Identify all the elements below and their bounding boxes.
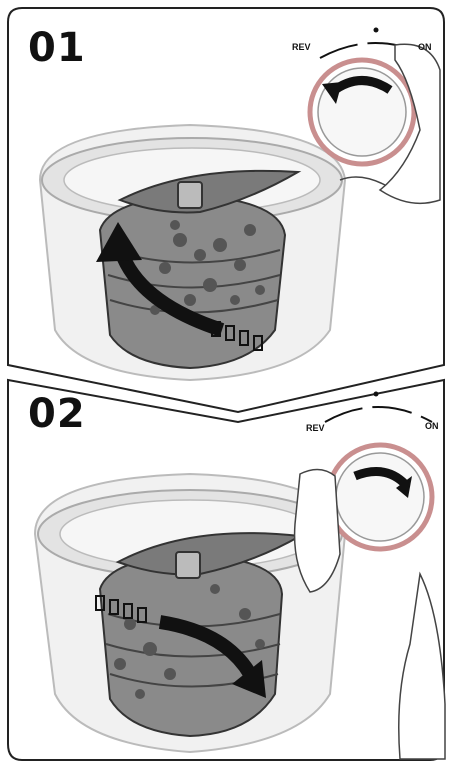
dial-right-label: ON [425,422,439,431]
dial-right-label: ON [418,43,432,52]
dial-left-label: REV [292,43,311,52]
dial-left-label: REV [306,424,325,433]
step-1-panel: 01 [0,0,452,414]
juicer-illustration-step-2 [0,364,452,767]
juicer-illustration-step-1 [0,0,452,414]
step-2-panel: 02 [0,364,452,767]
